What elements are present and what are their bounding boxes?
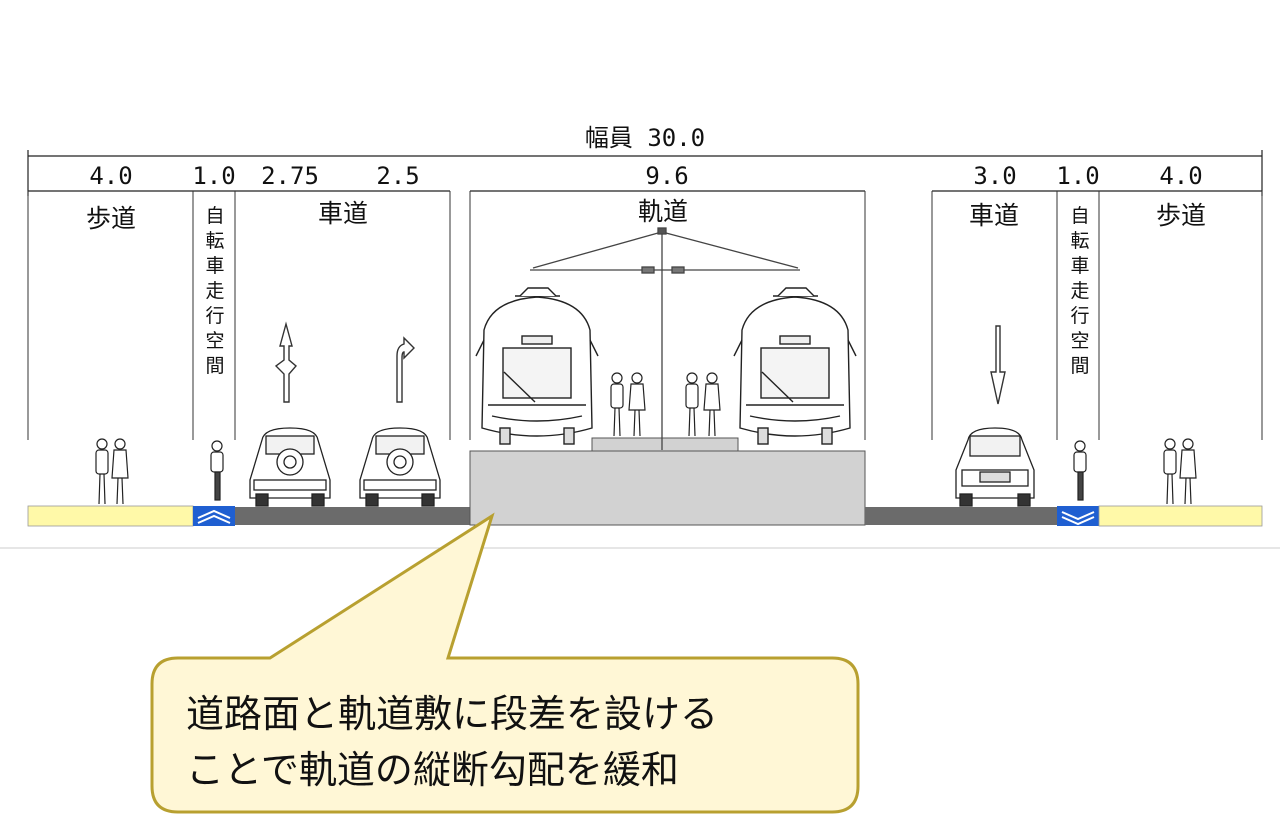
callout-line-1: 道路面と軌道敷に段差を設ける: [186, 692, 718, 736]
dim-left-sidewalk: 4.0: [89, 162, 132, 190]
svg-text:間: 間: [205, 355, 224, 377]
zone-separators: [27, 191, 1263, 440]
left-roadway-surface: [235, 507, 470, 525]
svg-text:転: 転: [1070, 230, 1089, 252]
dim-left-lane-1: 2.75: [261, 162, 319, 190]
track-platform: [591, 437, 739, 452]
car-right: [955, 427, 1035, 507]
label-right-bike: 自 転 車 走 行 空 間: [1070, 205, 1089, 377]
cyclist-left: [210, 440, 224, 501]
label-left-bike: 自 転 車 走 行 空 間: [205, 205, 224, 377]
dim-right-sidewalk: 4.0: [1159, 162, 1202, 190]
svg-text:自: 自: [205, 205, 224, 227]
car-left-1: [249, 427, 331, 507]
label-track: 軌道: [638, 197, 688, 226]
cyclist-right: [1073, 440, 1087, 501]
ground-surfaces: [0, 437, 1280, 549]
pedestrians-right: [1163, 438, 1197, 505]
track-bed: [469, 450, 866, 526]
svg-text:空: 空: [1070, 330, 1089, 352]
callout-bubble: 道路面と軌道敷に段差を設ける ことで軌道の縦断勾配を緩和: [150, 512, 860, 814]
svg-text:空: 空: [205, 330, 224, 352]
car-left-2: [359, 427, 441, 507]
pedestrians-platform-left: [610, 372, 646, 437]
callout-line-2: ことで軌道の縦断勾配を緩和: [186, 748, 679, 792]
label-left-sidewalk: 歩道: [86, 204, 136, 233]
dim-track: 9.6: [645, 162, 688, 190]
label-right-sidewalk: 歩道: [1156, 201, 1206, 230]
arrow-left-lane-1: [274, 321, 297, 403]
label-left-road: 車道: [318, 199, 368, 228]
right-bike-lane-surface: [1057, 506, 1099, 526]
left-sidewalk-surface: [27, 505, 194, 527]
tram-right: [733, 287, 857, 445]
dim-left-bike: 1.0: [192, 162, 235, 190]
svg-text:行: 行: [205, 305, 224, 327]
label-right-road: 車道: [969, 201, 1019, 230]
right-sidewalk-surface: [1098, 505, 1263, 527]
svg-text:車: 車: [1070, 255, 1089, 277]
svg-text:走: 走: [1070, 280, 1089, 302]
pedestrians-platform-right: [685, 372, 721, 437]
svg-text:間: 間: [1070, 355, 1089, 377]
pedestrians-left: [95, 438, 129, 505]
dim-right-bike: 1.0: [1056, 162, 1099, 190]
svg-text:走: 走: [205, 280, 224, 302]
svg-text:車: 車: [205, 255, 224, 277]
dim-left-lane-2: 2.5: [376, 162, 419, 190]
dim-right-lane: 3.0: [973, 162, 1016, 190]
overall-width-label: 幅員 30.0: [585, 124, 705, 152]
svg-text:転: 転: [205, 230, 224, 252]
tram-left: [475, 287, 599, 445]
svg-text:行: 行: [1070, 305, 1089, 327]
right-roadway-surface: [865, 507, 1057, 525]
arrow-right-lane: [990, 325, 1006, 405]
svg-text:自: 自: [1070, 205, 1089, 227]
arrow-left-lane-2: [396, 336, 415, 403]
catenary-pole: [530, 227, 800, 450]
overall-width-dimension: 幅員 30.0: [27, 124, 1263, 196]
